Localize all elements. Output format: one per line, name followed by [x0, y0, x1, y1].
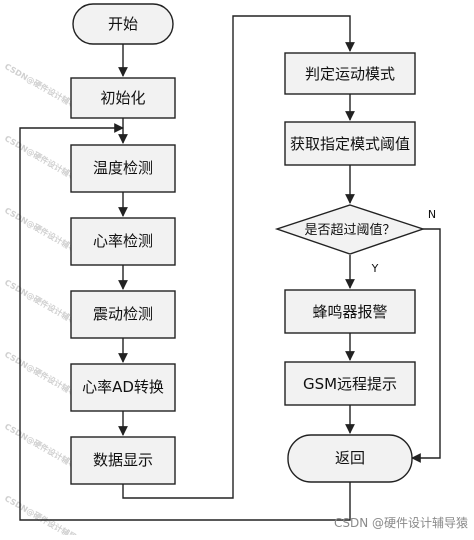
- node-exceed-label: 是否超过阈值？: [304, 222, 395, 238]
- node-init-label: 初始化: [100, 89, 145, 107]
- watermark-credit: CSDN @硬件设计辅导猿: [333, 516, 468, 530]
- watermark-text: CSDN@硬件设计辅导猿: [3, 493, 86, 535]
- node-gsm-label: GSM远程提示: [303, 375, 397, 393]
- edge-exceed-no-to-return: [411, 228, 441, 463]
- node-buzzer-label: 蜂鸣器报警: [312, 303, 387, 321]
- node-return-label: 返回: [335, 449, 365, 467]
- node-vibe: 震动检测: [70, 290, 176, 339]
- node-buzzer: 蜂鸣器报警: [284, 289, 416, 334]
- node-get-threshold: 获取指定模式阈值: [284, 121, 416, 166]
- node-init: 初始化: [70, 77, 176, 119]
- node-heart: 心率检测: [70, 217, 176, 266]
- node-vibe-label: 震动检测: [93, 305, 153, 323]
- node-judge-mode-label: 判定运动模式: [305, 65, 395, 83]
- node-return: 返回: [287, 434, 413, 483]
- node-heart-label: 心率检测: [93, 232, 153, 250]
- node-temp-label: 温度检测: [93, 159, 153, 177]
- node-display: 数据显示: [70, 436, 176, 485]
- node-get-threshold-label: 获取指定模式阈值: [290, 135, 410, 153]
- node-heart-ad-label: 心率AD转换: [82, 378, 164, 396]
- node-exceed-decision: 是否超过阈值？: [274, 204, 426, 255]
- node-heart-ad: 心率AD转换: [70, 363, 176, 412]
- edge-label-yes: Y: [371, 262, 379, 275]
- node-display-label: 数据显示: [93, 451, 153, 469]
- node-judge-mode: 判定运动模式: [284, 52, 416, 95]
- node-temp: 温度检测: [70, 144, 176, 193]
- node-gsm: GSM远程提示: [284, 361, 416, 406]
- node-start-label: 开始: [108, 15, 138, 33]
- edge-return-loop-to-temp: [19, 123, 351, 521]
- edge-display-to-judgemode: [122, 15, 355, 499]
- edge-label-no: N: [428, 208, 436, 221]
- node-start: 开始: [72, 3, 174, 45]
